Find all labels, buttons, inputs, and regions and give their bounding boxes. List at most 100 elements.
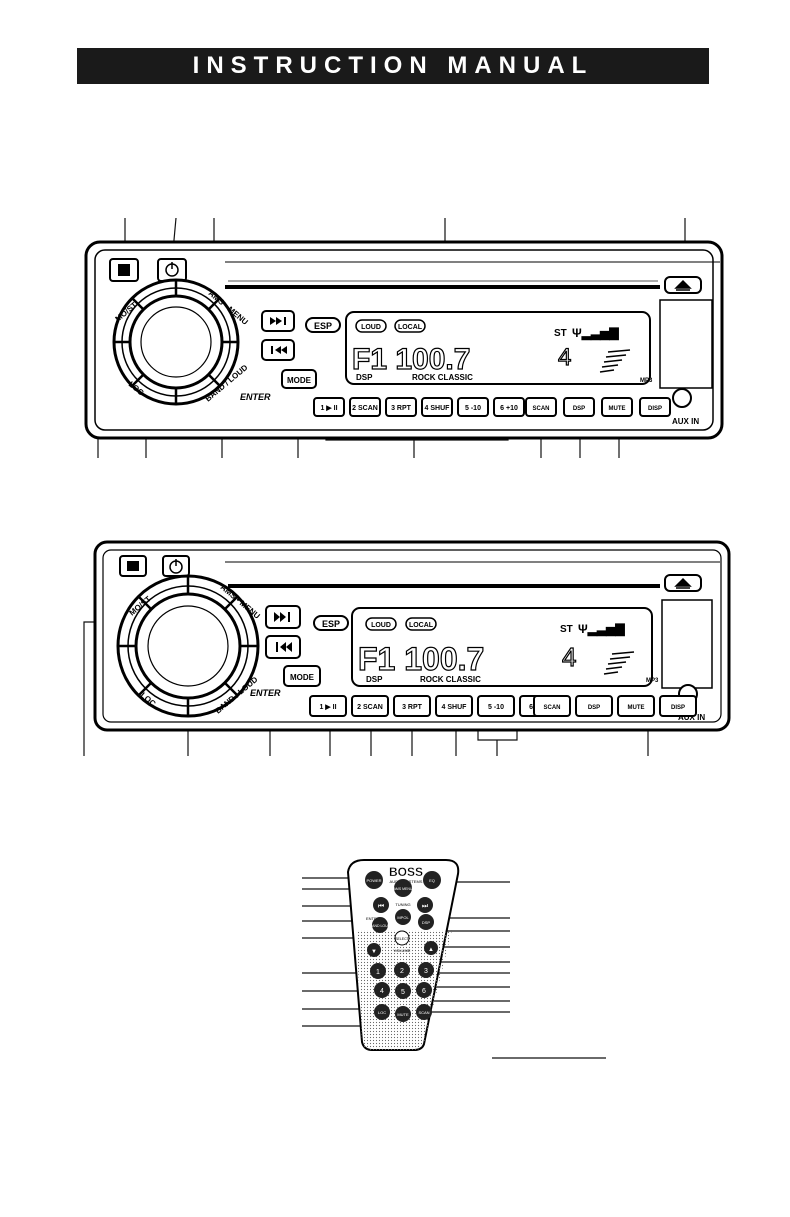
- svg-text:ENTER: ENTER: [366, 916, 380, 921]
- remote-key-3[interactable]: [418, 962, 434, 978]
- remote-vol-up-button[interactable]: [424, 941, 438, 955]
- svg-text:DSP: DSP: [422, 920, 431, 925]
- level-meter: [599, 349, 631, 373]
- svg-text:4: 4: [562, 642, 576, 672]
- function-key-4[interactable]: [659, 695, 697, 717]
- remote-dsp-button[interactable]: [418, 914, 434, 930]
- local-indicator: LOCAL: [398, 324, 423, 331]
- remote-mute-button[interactable]: [395, 1006, 411, 1022]
- svg-text:LOCAL: LOCAL: [409, 622, 434, 629]
- remote-eq-button[interactable]: [423, 871, 441, 889]
- function-key-1[interactable]: [525, 397, 557, 417]
- function-key-label: MUTE: [628, 705, 645, 711]
- preset-key-5[interactable]: [457, 397, 489, 417]
- svg-text:Ψ▂▃▅▇: Ψ▂▃▅▇: [578, 622, 625, 637]
- function-key-4[interactable]: [639, 397, 671, 417]
- remote-loc-button[interactable]: [374, 1004, 390, 1020]
- aux-in-jack[interactable]: [672, 388, 692, 408]
- remote-prev-button[interactable]: [373, 897, 389, 913]
- esp-badge: [305, 317, 341, 333]
- svg-text:⏭: ⏭: [422, 903, 429, 910]
- remote-scan-button[interactable]: [416, 1004, 432, 1020]
- enter-label: ENTER: [240, 392, 271, 402]
- aux-in-label: AUX IN: [672, 417, 699, 426]
- function-key-label: DISP: [648, 406, 662, 412]
- dsp-indicator: DSP: [356, 373, 373, 382]
- remote-key-5[interactable]: [395, 983, 411, 999]
- remote-buttons: POWER EQ AMS MENU ⏮ ⏭ TUNING MPOL ENTER …: [365, 871, 441, 1022]
- remote-key-6[interactable]: [416, 982, 432, 998]
- preset-key-2[interactable]: [351, 695, 389, 717]
- head-unit-diagram-2: MO/ST AMS • MENU LOC BAND / LOUD ENTER M…: [83, 540, 731, 756]
- function-key-2[interactable]: [563, 397, 595, 417]
- preset-key-5[interactable]: [477, 695, 515, 717]
- svg-text:ROCK CLASSIC: ROCK CLASSIC: [420, 675, 481, 684]
- head-unit-diagram-1: MO/ST AMS • MENU LOC BAND / LOUD ENTER M…: [84, 217, 724, 458]
- svg-text:AUX IN: AUX IN: [678, 713, 705, 722]
- svg-text:2: 2: [400, 968, 404, 975]
- svg-text:6: 6: [422, 988, 426, 995]
- svg-text:BAND LOUD: BAND LOUD: [370, 924, 391, 928]
- function-key-1[interactable]: [533, 695, 571, 717]
- svg-text:POWER: POWER: [366, 878, 381, 883]
- preset-key-4[interactable]: [435, 695, 473, 717]
- svg-text:ENTER: ENTER: [250, 688, 281, 698]
- mode-label: MODE: [287, 376, 312, 385]
- svg-text:LOC: LOC: [378, 1010, 386, 1015]
- remote-band-button[interactable]: [372, 917, 388, 933]
- svg-text:DSP: DSP: [366, 675, 383, 684]
- remote-key-4[interactable]: [374, 982, 390, 998]
- preset-key-label: 1 ▶ II: [320, 405, 337, 412]
- preset-key-1[interactable]: [313, 397, 345, 417]
- svg-text:SELECT: SELECT: [395, 937, 409, 941]
- svg-text:▲: ▲: [428, 947, 434, 953]
- svg-text:F1 100.7: F1 100.7: [358, 641, 484, 677]
- function-key-label: SCAN: [532, 406, 549, 412]
- svg-text:3: 3: [424, 968, 428, 975]
- svg-text:MPOL: MPOL: [397, 915, 409, 920]
- function-key-2[interactable]: [575, 695, 613, 717]
- preset-key-3[interactable]: [385, 397, 417, 417]
- remote-brand: BOSS: [389, 865, 423, 879]
- function-key-label: SCAN: [543, 705, 560, 711]
- function-key-label: MUTE: [609, 406, 626, 412]
- volume-knob[interactable]: [112, 278, 240, 406]
- svg-text:MUTE: MUTE: [397, 1012, 409, 1017]
- preset-key-4[interactable]: [421, 397, 453, 417]
- remote-power-button[interactable]: [365, 871, 383, 889]
- svg-text:AMS MENU: AMS MENU: [394, 887, 413, 891]
- preset-key-3[interactable]: [393, 695, 431, 717]
- svg-text:TUNING: TUNING: [395, 902, 410, 907]
- preset-key-label: 3 RPT: [391, 405, 412, 412]
- remote-vol-down-button[interactable]: [367, 943, 381, 957]
- channel-readout: 4: [558, 344, 571, 371]
- function-key-3[interactable]: [617, 695, 655, 717]
- svg-text:ESP: ESP: [314, 321, 332, 331]
- function-key-3[interactable]: [601, 397, 633, 417]
- eq-indicator: ROCK CLASSIC: [412, 373, 473, 382]
- preset-key-label: 4 SHUF: [425, 405, 451, 412]
- svg-text:⏮: ⏮: [378, 903, 384, 910]
- preset-key-2[interactable]: [349, 397, 381, 417]
- preset-key-6[interactable]: [493, 397, 525, 417]
- svg-text:VOLUME: VOLUME: [394, 948, 411, 953]
- remote-mpol-button[interactable]: [395, 909, 411, 925]
- remote-select-button[interactable]: [394, 930, 410, 946]
- remote-key-2[interactable]: [394, 962, 410, 978]
- svg-text:MODE: MODE: [290, 673, 315, 682]
- remote-ams-button[interactable]: [394, 879, 412, 897]
- mode-button[interactable]: [281, 369, 317, 389]
- remote-key-1[interactable]: [370, 963, 386, 979]
- svg-text:▼: ▼: [371, 949, 377, 955]
- svg-text:ST: ST: [560, 624, 573, 635]
- preset-key-label: 2 SCAN: [357, 704, 383, 711]
- loud-indicator: LOUD: [361, 324, 381, 331]
- remote-next-button[interactable]: [417, 897, 433, 913]
- svg-text:ESP: ESP: [322, 619, 340, 629]
- preset-key-label: 5 -10: [465, 405, 481, 412]
- preset-key-label: 4 SHUF: [442, 704, 468, 711]
- preset-key-1[interactable]: [309, 695, 347, 717]
- stereo-indicator: ST: [554, 328, 567, 339]
- preset-key-label: 3 RPT: [402, 704, 423, 711]
- frequency-readout: F1 100.7: [352, 343, 470, 376]
